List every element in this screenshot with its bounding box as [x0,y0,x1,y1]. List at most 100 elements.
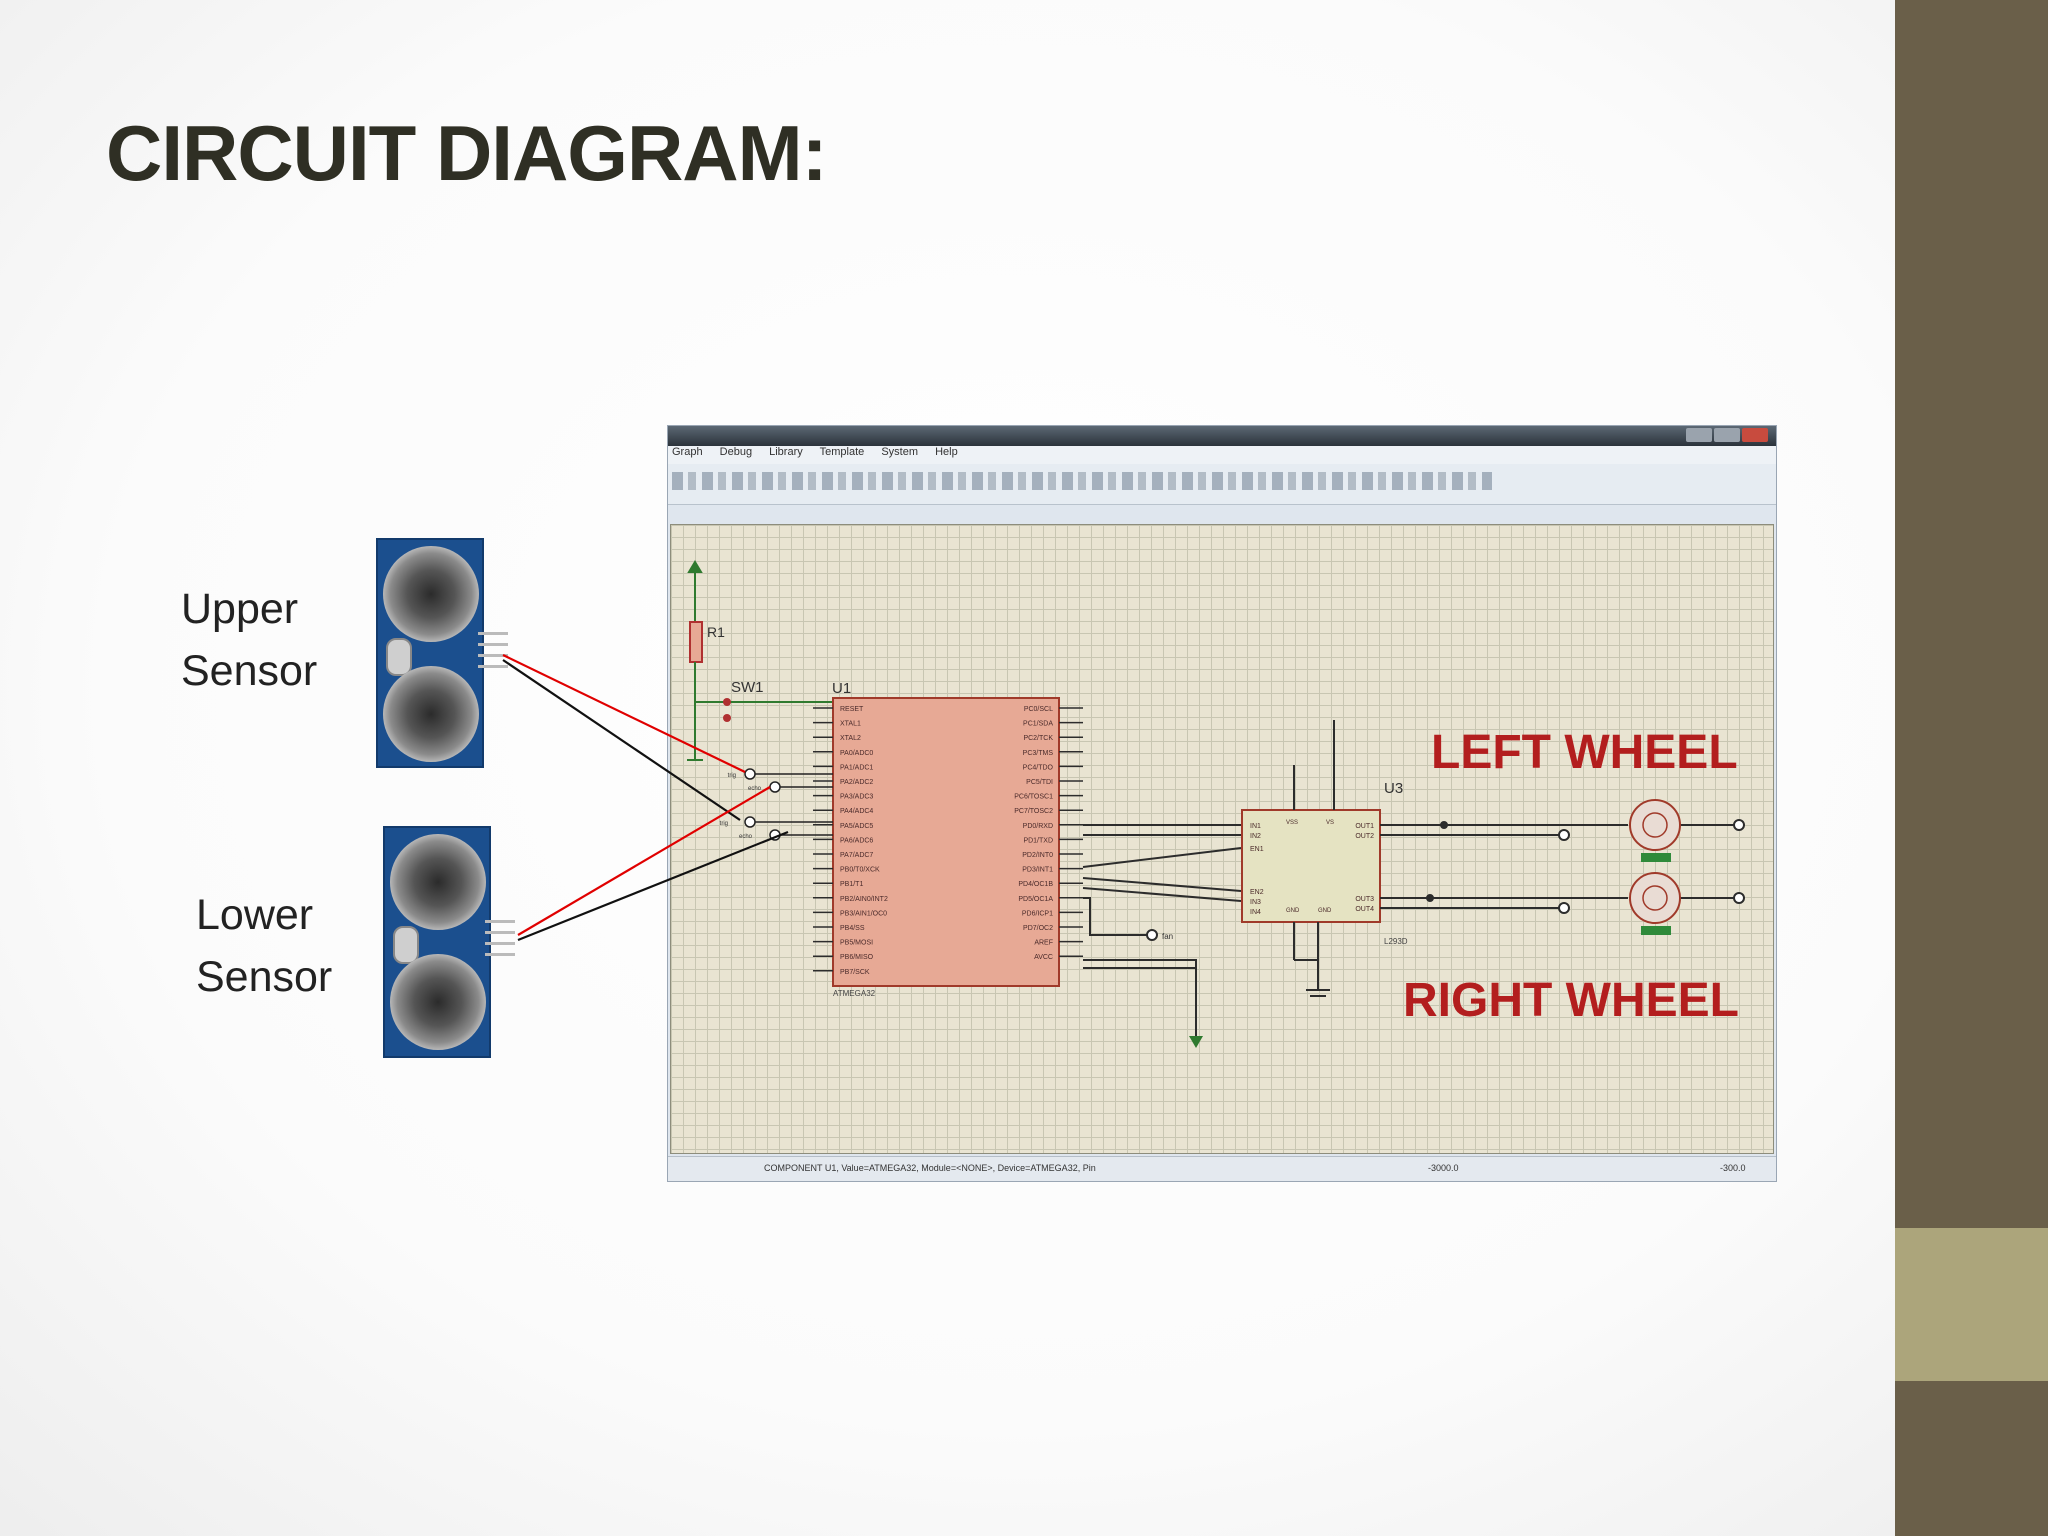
u1-right-pin-label: PC3/TMS [1023,750,1054,757]
u3-right-pin-label: OUT4 [1355,906,1374,913]
u1-right-pin-label: PC6/TOSC1 [1014,794,1053,801]
u3-power-pin-label: GND [1318,908,1332,914]
u1-part-label: ATMEGA32 [833,989,876,998]
u1-left-pin-label: PB6/MISO [840,954,874,961]
window-controls [1684,428,1774,444]
sensor-terminal-label: trig [720,821,728,827]
sidebar-accent-block [1895,1228,2048,1381]
sensor-terminal-label: echo [739,834,753,840]
u1-left-pin-label: PB1/T1 [840,881,863,888]
u3-left-pin-label: EN1 [1250,846,1264,853]
upper-sensor-label: Upper Sensor [181,578,317,702]
u1-right-pin-label: PC0/SCL [1024,706,1053,713]
u1-label: U1 [832,680,851,697]
upper-sensor-red-wire [502,654,746,773]
simulator-titlebar [668,426,1776,446]
u3-power-pin-label: VS [1326,820,1334,826]
u1-left-pin-label: PA2/ADC2 [840,779,873,786]
u1-left-pin-label: XTAL2 [840,735,861,742]
mcu-to-driver-wires [1082,824,1242,1048]
u1-left-pin-label: PB5/MOSI [840,940,873,947]
u3-left-pin-label: IN2 [1250,833,1261,840]
upper-ultrasonic-sensor-image [376,538,508,768]
u3-left-pin-label: IN1 [1250,823,1261,830]
left-motor-icon [1629,799,1681,862]
right-wheel-label: RIGHT WHEEL [1403,974,1739,1027]
lower-sensor-transducer-top [390,834,486,930]
reset-switch-sw1 [687,662,832,761]
status-text: COMPONENT U1, Value=ATMEGA32, Module=<NO… [764,1163,1096,1173]
u1-right-pin-label: AVCC [1034,954,1053,961]
u1-left-pin-label: PB2/AIN0/INT2 [840,896,888,903]
u1-right-pin-label: PD0/RXD [1023,823,1053,830]
toolbar-icons [672,472,1492,490]
status-coord-x: -3000.0 [1428,1163,1459,1173]
power-supply-symbol [687,560,703,622]
u3-l293d-driver-ic [1241,809,1381,923]
sensor-terminals [744,768,833,841]
upper-sensor-label-line1: Upper [181,585,299,633]
u1-right-pin-label: PC4/TDO [1023,764,1054,771]
u3-right-pin-label: OUT2 [1355,833,1374,840]
upper-sensor-transducer-top [383,546,479,642]
u1-pin-group: RESETXTAL1XTAL2PA0/ADC0PA1/ADC1PA2/ADC2P… [813,706,1083,976]
u3-supply-lines [1293,720,1335,997]
menu-graph: Graph [672,446,703,458]
u1-left-pin-label: PA0/ADC0 [840,750,873,757]
u1-right-pin-label: PC7/TOSC2 [1014,808,1053,815]
u1-right-pin-label: PC5/TDI [1026,779,1053,786]
u3-left-pin-label: IN4 [1250,909,1261,916]
u1-right-pin-label: PD4/OC1B [1018,881,1053,888]
u1-left-pin-label: XTAL1 [840,721,861,728]
u3-power-pin-label: VSS [1286,820,1298,826]
status-coord-y: -300.0 [1720,1163,1746,1173]
menu-help: Help [935,446,958,458]
sensor-wires [502,654,789,942]
simulator-toolbar [668,464,1776,505]
u1-right-pin-label: PC2/TCK [1023,735,1053,742]
u3-right-pin-label: OUT1 [1355,823,1374,830]
simulator-menubar: Graph Debug Library Template System Help [668,446,1776,464]
sensor-terminal-label: trig [728,773,736,779]
driver-to-motor-wires [1380,819,1745,914]
u1-atmega32-ic [832,697,1060,987]
upper-sensor-crystal [386,638,412,676]
lower-sensor-crystal [393,926,419,964]
u3-left-pin-label: IN3 [1250,899,1261,906]
upper-sensor-black-wire [502,659,741,821]
lower-sensor-transducer-bottom [390,954,486,1050]
lower-sensor-red-wire [517,786,771,936]
menu-system: System [881,446,918,458]
u1-left-pin-label: PA7/ADC7 [840,852,873,859]
resistor-r1 [689,621,703,663]
r1-label: R1 [707,624,725,640]
u1-right-pin-label: PD2/INT0 [1022,852,1053,859]
sw1-label: SW1 [731,679,764,696]
u1-right-pin-label: PD3/INT1 [1022,867,1053,874]
u1-left-pin-label: PB3/AIN1/OC0 [840,910,887,917]
upper-sensor-transducer-bottom [383,666,479,762]
u1-left-pin-label: PA4/ADC4 [840,808,873,815]
upper-sensor-label-line2: Sensor [181,647,318,695]
u1-right-pin-label: PD7/OC2 [1023,925,1053,932]
u1-left-pin-label: PA6/ADC6 [840,837,873,844]
maximize-icon [1714,428,1740,442]
u1-left-pin-label: RESET [840,706,864,713]
u1-left-pin-label: PA5/ADC5 [840,823,873,830]
menu-template: Template [819,446,865,458]
u1-right-pin-label: PD1/TXD [1023,837,1053,844]
left-wheel-label: LEFT WHEEL [1431,726,1738,779]
menu-library: Library [769,446,803,458]
u1-left-pin-label: PB0/T0/XCK [840,867,880,874]
simulator-statusbar: COMPONENT U1, Value=ATMEGA32, Module=<NO… [668,1156,1776,1181]
close-icon [1742,428,1768,442]
u1-left-pin-label: PB7/SCK [840,969,870,976]
u3-part-label: L293D [1384,937,1408,946]
lower-sensor-black-wire [517,830,789,942]
u3-right-pin-label: OUT3 [1355,896,1374,903]
u1-left-pin-label: PA3/ADC3 [840,794,873,801]
u3-left-pin-label: EN2 [1250,889,1264,896]
u3-label: U3 [1384,780,1403,797]
lower-sensor-label-line2: Sensor [196,953,333,1001]
